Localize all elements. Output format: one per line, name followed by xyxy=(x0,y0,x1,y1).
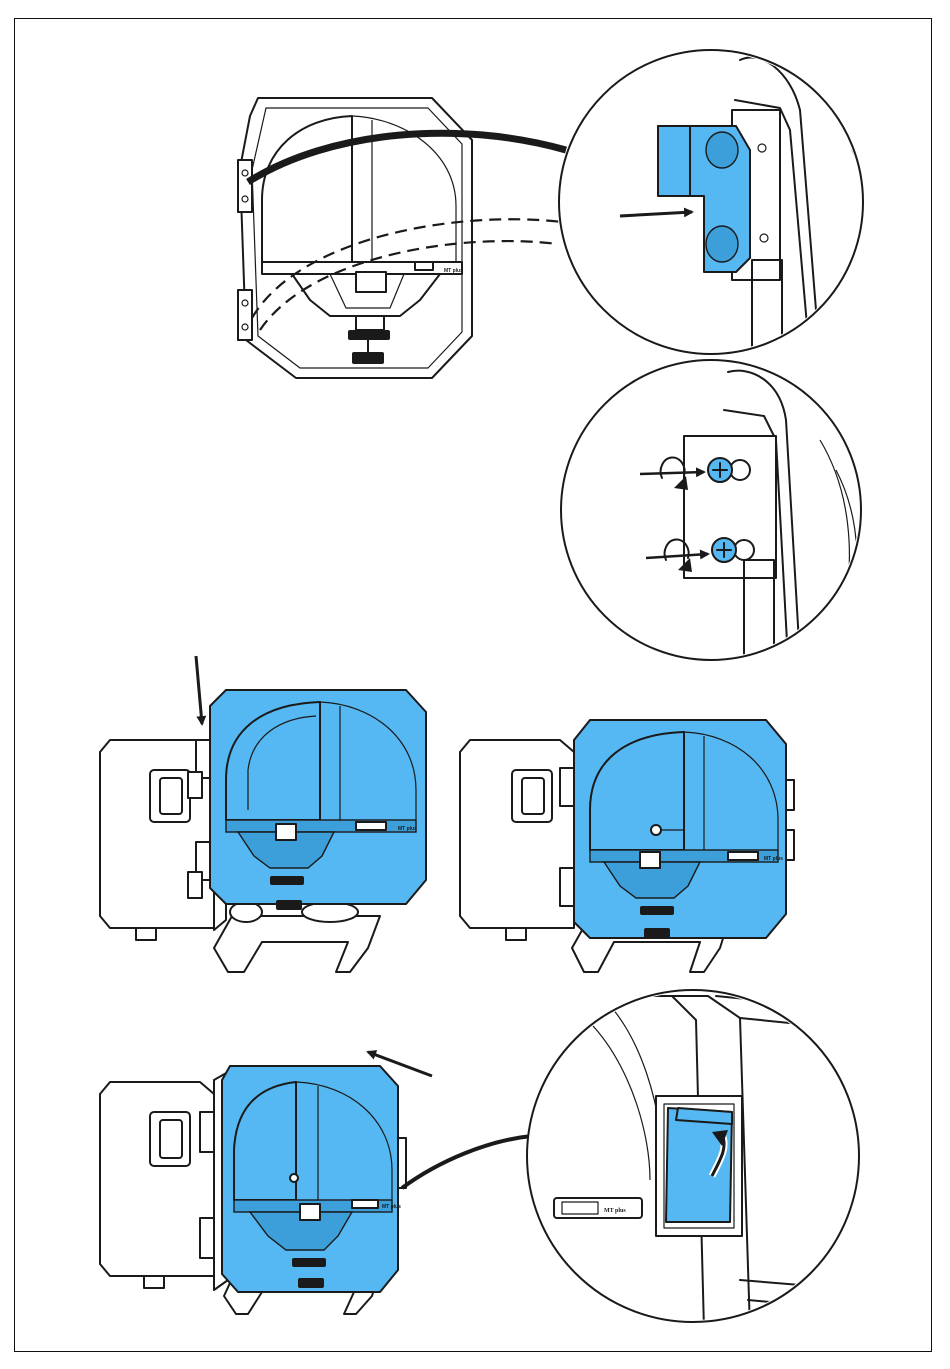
svg-text:MT plus: MT plus xyxy=(382,1204,401,1210)
svg-text:MT plus: MT plus xyxy=(764,856,783,862)
zoom-hinge-clip xyxy=(559,50,868,380)
pump-housing xyxy=(460,740,574,928)
latch-icon xyxy=(666,1108,732,1222)
svg-text:MT plus: MT plus xyxy=(604,1208,626,1214)
hinge-plate-bottom xyxy=(238,290,252,340)
brand-plate xyxy=(415,262,433,270)
arrow-icon xyxy=(196,656,202,724)
svg-text:MT plus: MT plus xyxy=(444,268,463,274)
knob-icon xyxy=(640,906,674,915)
knob-icon xyxy=(292,1258,326,1267)
step-4-unit: MT plus xyxy=(460,720,794,972)
stand xyxy=(214,916,380,972)
blue-cover xyxy=(210,690,426,904)
knob-icon xyxy=(348,330,390,340)
zoom-tighten-screws xyxy=(561,360,861,660)
leader-line-latch xyxy=(402,1136,532,1188)
step-3-unit: MT plus xyxy=(100,690,426,972)
blue-cover xyxy=(574,720,786,938)
knob-icon xyxy=(270,876,304,885)
svg-text:MT plus: MT plus xyxy=(398,826,417,832)
hinge-plate-top xyxy=(238,160,252,212)
step-5-unit: MT plus xyxy=(100,1066,406,1314)
zoom-latch-rotate: MT plus xyxy=(527,990,860,1330)
funnel-neck xyxy=(356,316,384,330)
